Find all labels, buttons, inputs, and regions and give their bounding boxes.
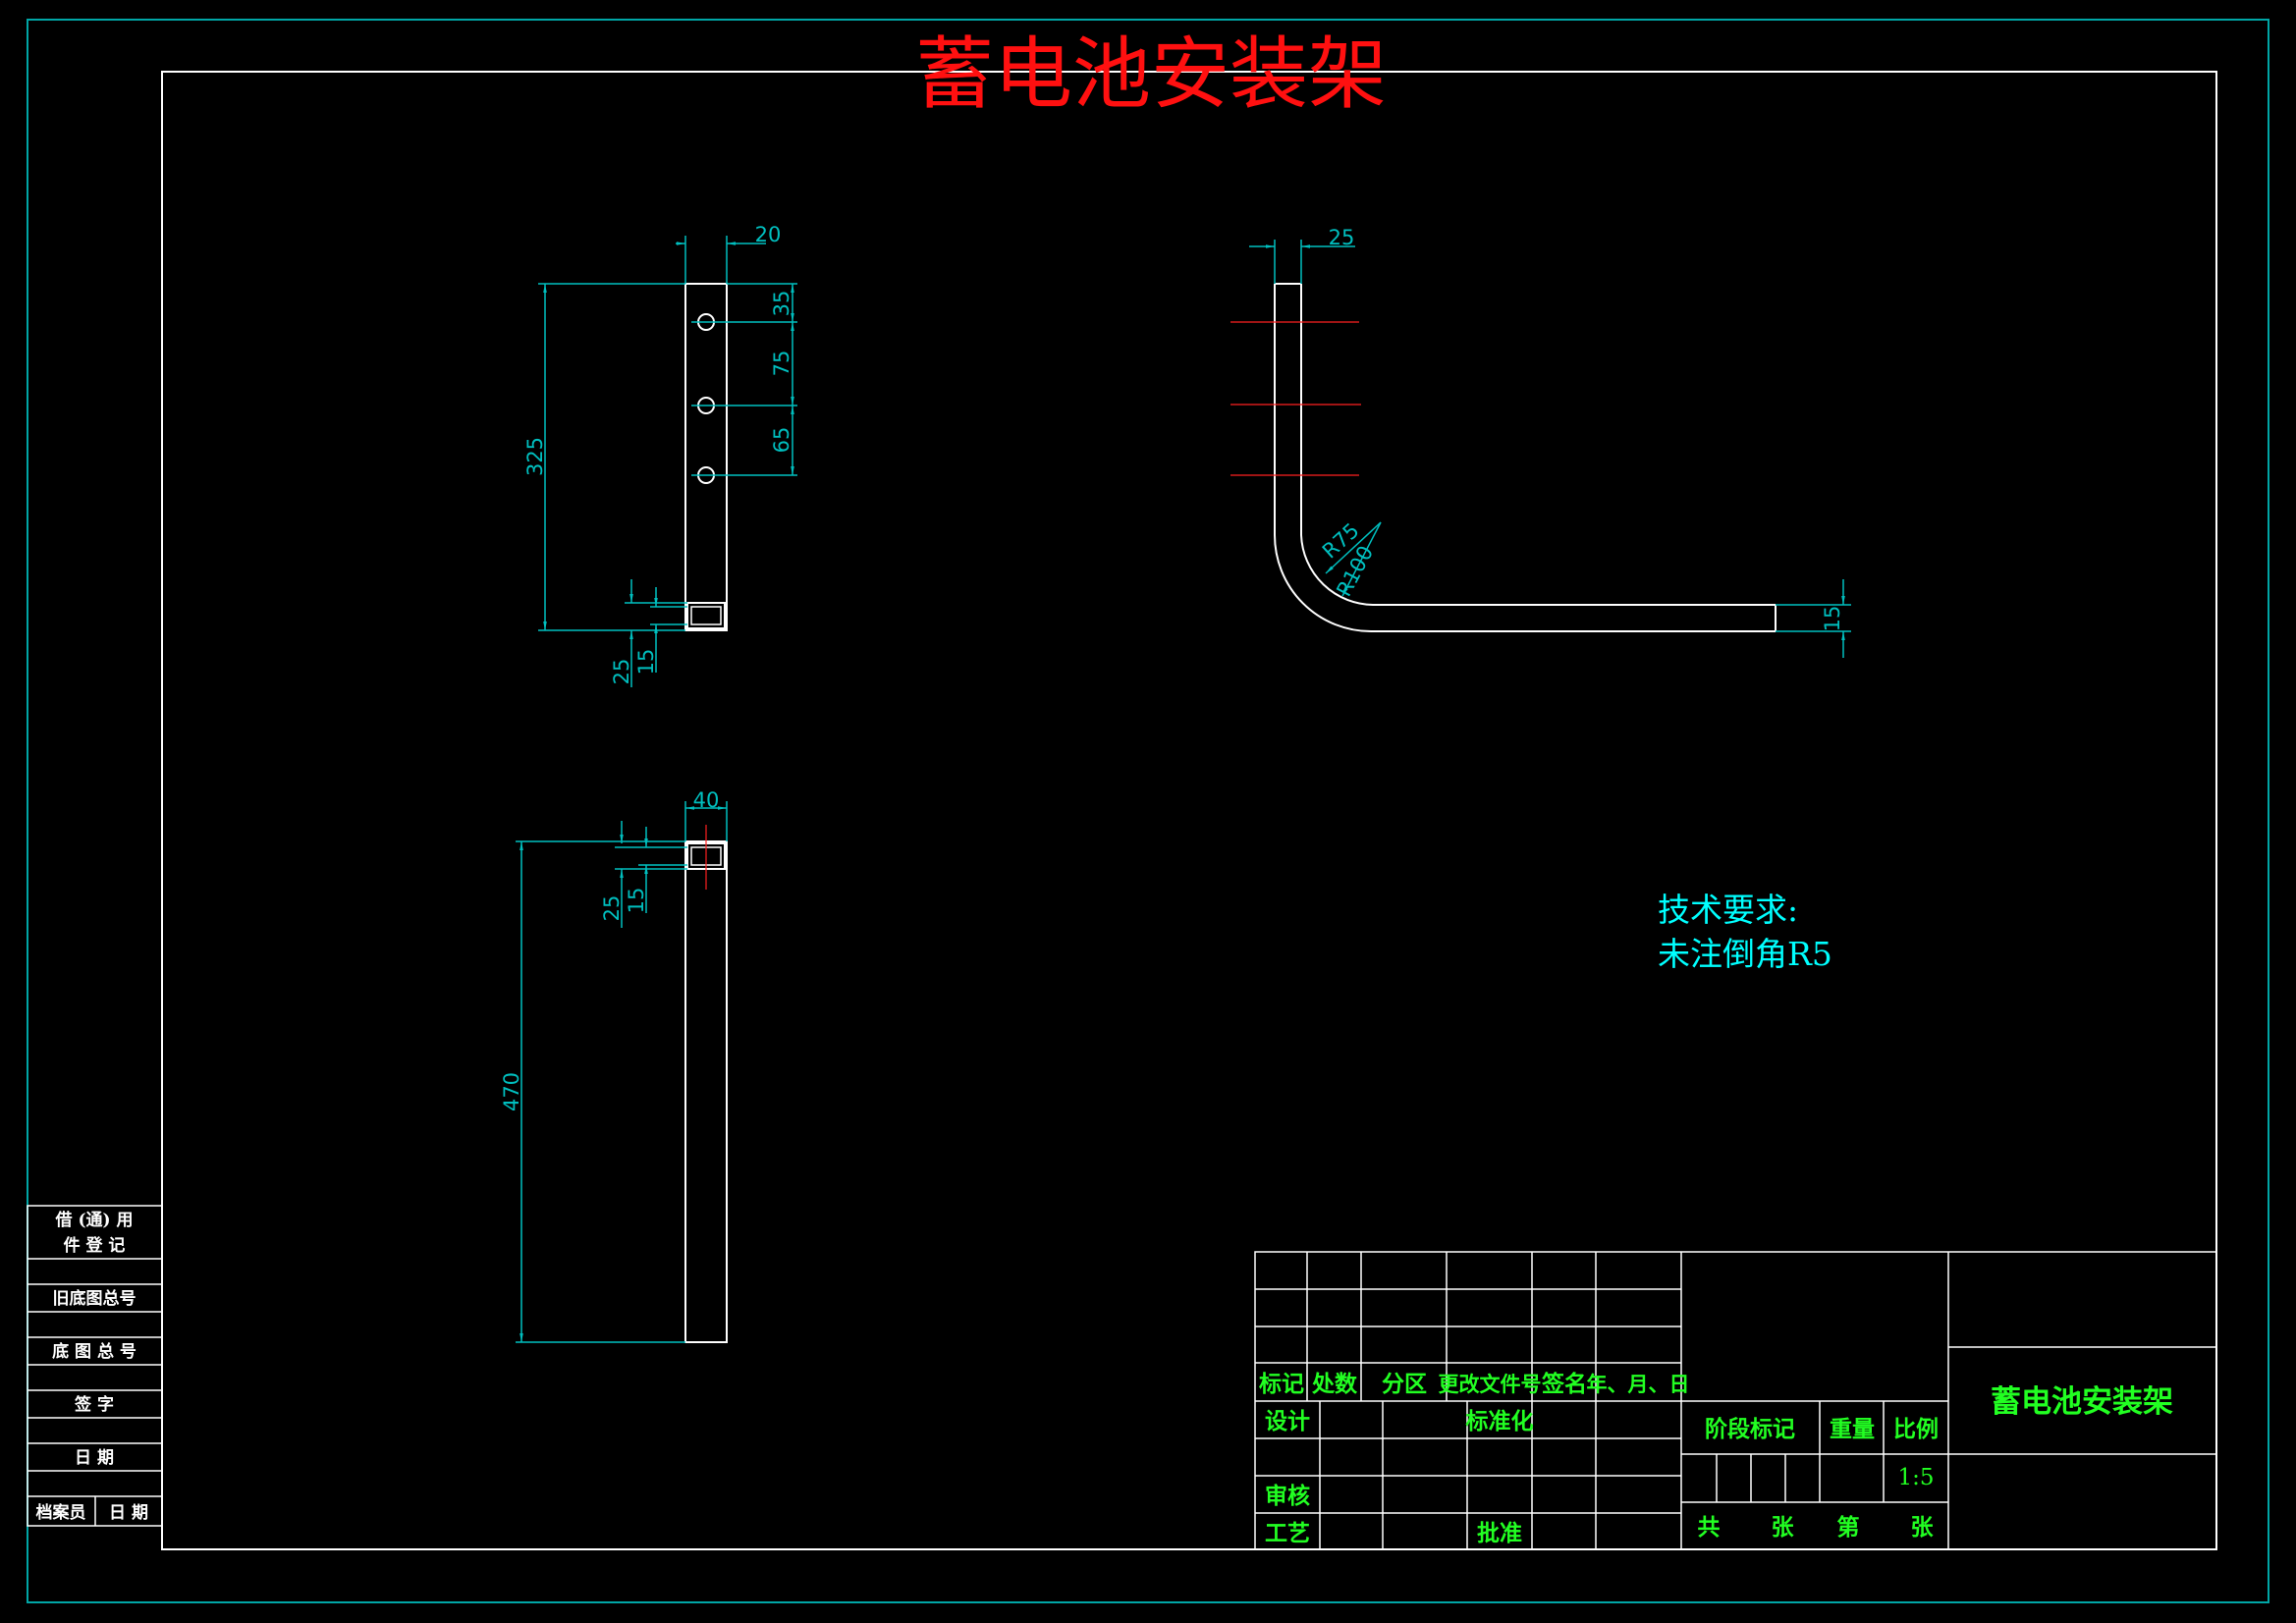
- bottom-view: 40 470 25 15: [500, 788, 728, 1343]
- outer-border: [27, 19, 2269, 1603]
- side-view: 20 325 35 75 65 25 15: [523, 223, 797, 687]
- dim-bent-thickness: 15: [1821, 606, 1844, 632]
- dim-side-tube-outer: 25: [610, 659, 633, 685]
- title-block: 标记 处数 分区 更改文件号 签名 年、月、日 设计 标准化 审核 工艺 批准 …: [1254, 1251, 2217, 1550]
- tb-review: 审核: [1265, 1483, 1310, 1509]
- strip-borrow-line2: 件 登 记: [64, 1235, 126, 1256]
- left-strip: 借 (通) 用 件 登 记 旧底图总号 底 图 总 号 签 字 日 期 档案员 …: [27, 1205, 163, 1527]
- tech-notes-line1: 未注倒角R5: [1658, 935, 1832, 973]
- tb-part-name: 蓄电池安装架: [1991, 1384, 2173, 1420]
- dim-side-hole-1: 35: [770, 291, 793, 317]
- drawing-title: 蓄电池安装架: [915, 28, 1387, 120]
- tb-sheet-no: 第: [1837, 1514, 1860, 1541]
- strip-drawing-no: 底 图 总 号: [52, 1341, 137, 1362]
- dim-side-hole-2: 75: [770, 351, 793, 377]
- tb-header-date: 年、月、日: [1587, 1372, 1690, 1396]
- bent-view: 25 R75 R100 15: [1230, 226, 1851, 658]
- strip-borrow-line1: 借 (通) 用: [55, 1210, 134, 1230]
- dim-side-total: 325: [523, 437, 547, 476]
- tb-header-mark: 标记: [1259, 1371, 1304, 1397]
- dim-bent-width: 25: [1329, 226, 1355, 249]
- dim-bottom-width: 40: [693, 788, 720, 812]
- tb-scale-value: 1:5: [1897, 1465, 1934, 1490]
- drawing-frame: [161, 71, 2217, 1550]
- strip-archivist: 档案员: [36, 1502, 86, 1523]
- tb-standardize: 标准化: [1466, 1408, 1534, 1434]
- tb-weight: 重量: [1830, 1416, 1875, 1442]
- bottom-view-outline: [684, 840, 728, 1343]
- dim-side-width: 20: [755, 223, 782, 246]
- tb-design: 设计: [1265, 1408, 1310, 1434]
- bent-profile-outer: [1274, 284, 1776, 632]
- tb-header-change-doc: 更改文件号: [1439, 1372, 1542, 1396]
- side-view-tube-section: [686, 602, 726, 629]
- tb-stage-mark: 阶段标记: [1705, 1416, 1795, 1442]
- strip-date: 日 期: [75, 1448, 114, 1468]
- tech-notes-heading: 技术要求:: [1658, 891, 1798, 929]
- tb-sheet-unit-2: 张: [1911, 1514, 1935, 1541]
- dim-bottom-tube-outer: 25: [600, 895, 624, 922]
- dim-bottom-tube-inner: 15: [625, 888, 648, 914]
- strip-signature: 签 字: [74, 1394, 114, 1415]
- tb-process: 工艺: [1265, 1520, 1310, 1546]
- tb-header-count: 处数: [1311, 1371, 1358, 1397]
- dim-side-hole-3: 65: [770, 427, 793, 454]
- strip-archivist-date: 日 期: [109, 1503, 148, 1523]
- tb-sheet-total: 共: [1698, 1514, 1721, 1541]
- dim-bottom-length: 470: [500, 1072, 523, 1111]
- strip-old-drawing-no: 旧底图总号: [53, 1288, 137, 1309]
- bent-profile-inner: [1300, 284, 1776, 607]
- tb-scale-label: 比例: [1893, 1416, 1939, 1442]
- tb-header-zone: 分区: [1382, 1371, 1427, 1397]
- side-view-outline: [684, 283, 728, 631]
- tb-header-signature: 签名: [1541, 1371, 1587, 1397]
- tb-approve: 批准: [1477, 1520, 1522, 1546]
- dim-side-tube-inner: 15: [634, 649, 658, 676]
- tb-sheet-unit-1: 张: [1772, 1514, 1795, 1541]
